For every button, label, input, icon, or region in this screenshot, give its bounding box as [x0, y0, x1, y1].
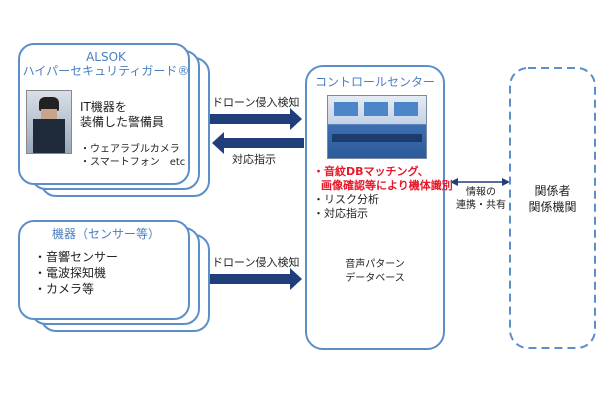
arrow-share — [450, 178, 510, 186]
guard-bullet: ・スマートフォン etc — [80, 157, 186, 168]
control-center-title: コントロールセンター — [314, 75, 435, 89]
control-center-box: コントロールセンター ・音紋DBマッチング、 画像確認等により機体識別 ・リスク… — [305, 65, 453, 350]
identification-line2: 画像確認等により機体識別 — [321, 179, 453, 192]
guard-bullet: ・ウェアラブルカメラ — [80, 144, 180, 155]
arrow-label-response: 対応指示 — [232, 153, 276, 166]
control-bullet: ・リスク分析 — [313, 193, 379, 206]
guard-photo — [26, 90, 72, 154]
guard-title-line1: ALSOK — [86, 50, 126, 64]
guard-card: ALSOK ハイパーセキュリティガード® IT機器を 装備した警備員 ・ウェアラ… — [18, 43, 190, 185]
database-label-line2: データベース — [345, 273, 405, 284]
stakeholders-line2: 関係機関 — [528, 200, 577, 214]
sensor-bullet: ・音響センサー — [34, 250, 119, 264]
arrow-left-top — [212, 132, 304, 154]
sensor-bullet: ・電波探知機 — [34, 266, 107, 280]
guard-main-line1: IT機器を — [80, 100, 127, 114]
sensor-title: 機器（センサー等） — [51, 227, 160, 241]
guard-title-line2: ハイパーセキュリティガード® — [22, 64, 190, 78]
stakeholders-box — [509, 67, 596, 349]
database-label-line1: 音声パターン — [345, 259, 405, 270]
guard-main-line2: 装備した警備員 — [80, 115, 165, 129]
sensor-bullet: ・カメラ等 — [34, 282, 95, 296]
arrow-right-bottom — [210, 268, 302, 290]
share-label-line2: 連携・共有 — [456, 200, 506, 211]
arrow-label-detect-bottom: ドローン侵入検知 — [212, 256, 300, 269]
stakeholders-line1: 関係者 — [534, 184, 571, 198]
arrow-label-detect-top: ドローン侵入検知 — [212, 96, 300, 109]
control-room-photo — [327, 95, 427, 159]
control-bullet: ・対応指示 — [313, 207, 368, 220]
share-label-line1: 情報の — [466, 187, 496, 198]
arrow-right-top — [210, 108, 302, 130]
sensor-card: 機器（センサー等） ・音響センサー ・電波探知機 ・カメラ等 — [18, 220, 190, 320]
identification-line1: ・音紋DBマッチング、 — [313, 165, 429, 178]
